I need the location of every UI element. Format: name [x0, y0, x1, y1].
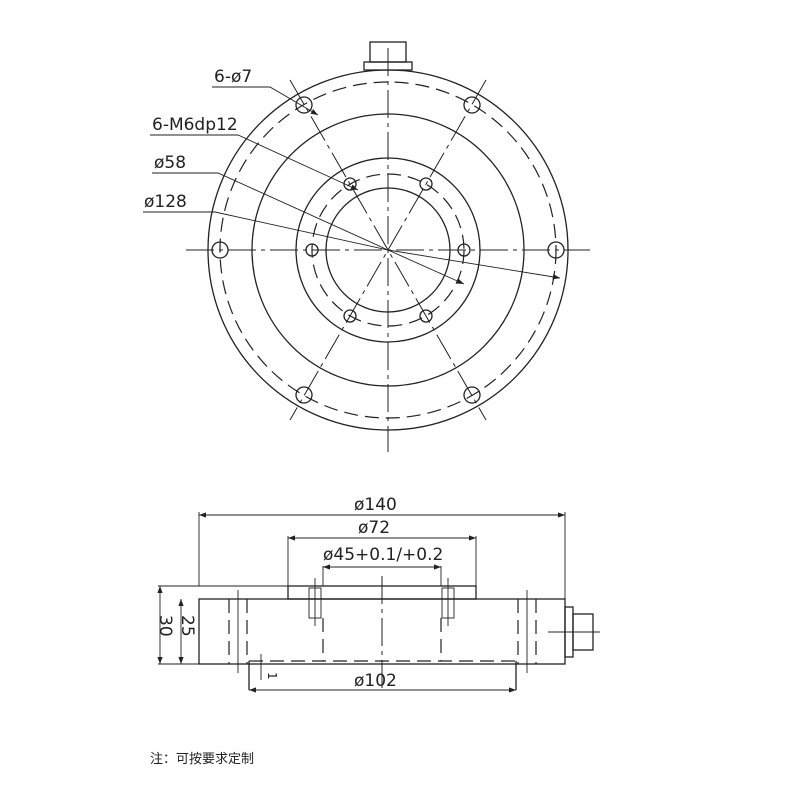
customization-note: 注：可按要求定制: [150, 752, 255, 767]
label-plate-diameter: ø72: [358, 518, 390, 538]
through-holes: [211, 96, 565, 404]
label-total-height: 30: [155, 615, 175, 637]
label-boss-diameter: ø102: [354, 671, 397, 691]
label-outer-pcd: ø128: [144, 192, 187, 212]
label-outer-diameter: ø140: [354, 495, 397, 515]
label-inner-pcd: ø58: [154, 153, 186, 173]
diag-centerline-1: [289, 79, 487, 421]
side-view: ø140 ø72 ø45+0.1/+0.2 ø102 30 25 1: [155, 495, 600, 693]
label-boss-height: 1: [265, 672, 279, 680]
label-bore-diameter: ø45+0.1/+0.2: [323, 545, 443, 565]
diag-centerline-2: [289, 79, 487, 421]
top-view: 6-ø7 6-M6dp12 ø58 ø128: [143, 41, 590, 452]
label-through-holes: 6-ø7: [214, 67, 252, 87]
label-threaded-holes: 6-M6dp12: [152, 115, 238, 135]
label-body-height: 25: [177, 615, 197, 637]
